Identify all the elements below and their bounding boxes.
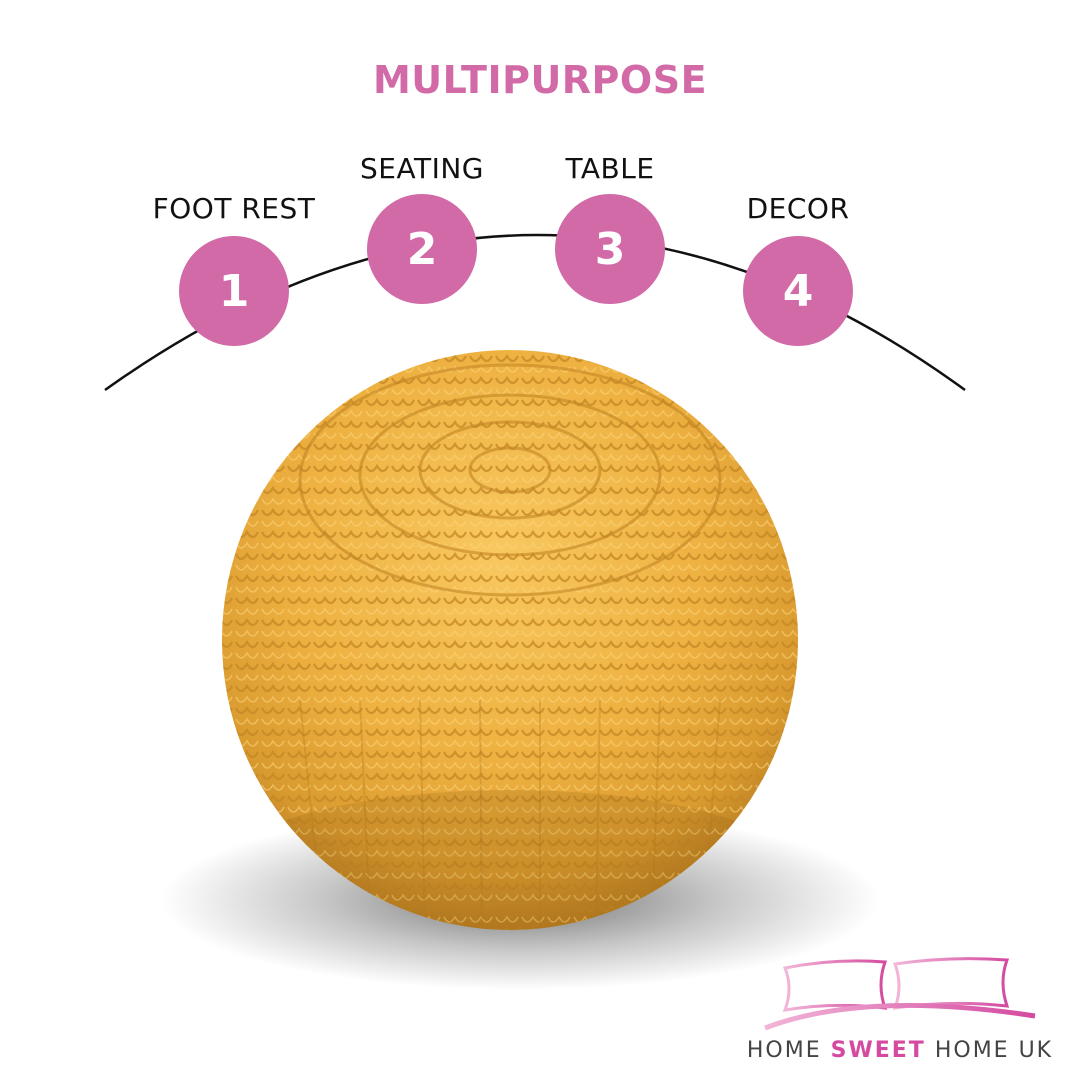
brand-right: HOME UK [934,1038,1054,1063]
use-label-decor: DECOR [746,192,850,225]
badge-2: 2 [367,194,477,304]
pillows-icon [764,957,1036,1031]
badge-1: 1 [179,236,289,346]
badge-4: 4 [743,236,853,346]
brand-mid: SWEET [830,1038,926,1063]
use-label-seating: SEATING [360,152,484,185]
brand-name: HOME SWEET HOME UK [745,1038,1055,1063]
brand-left: HOME [746,1038,822,1063]
headline: MULTIPURPOSE [372,58,708,102]
brand-logo: HOME SWEET HOME UK [745,950,1055,1070]
use-label-foot-rest: FOOT REST [152,192,316,225]
badge-3: 3 [555,194,665,304]
use-label-table: TABLE [565,152,655,185]
